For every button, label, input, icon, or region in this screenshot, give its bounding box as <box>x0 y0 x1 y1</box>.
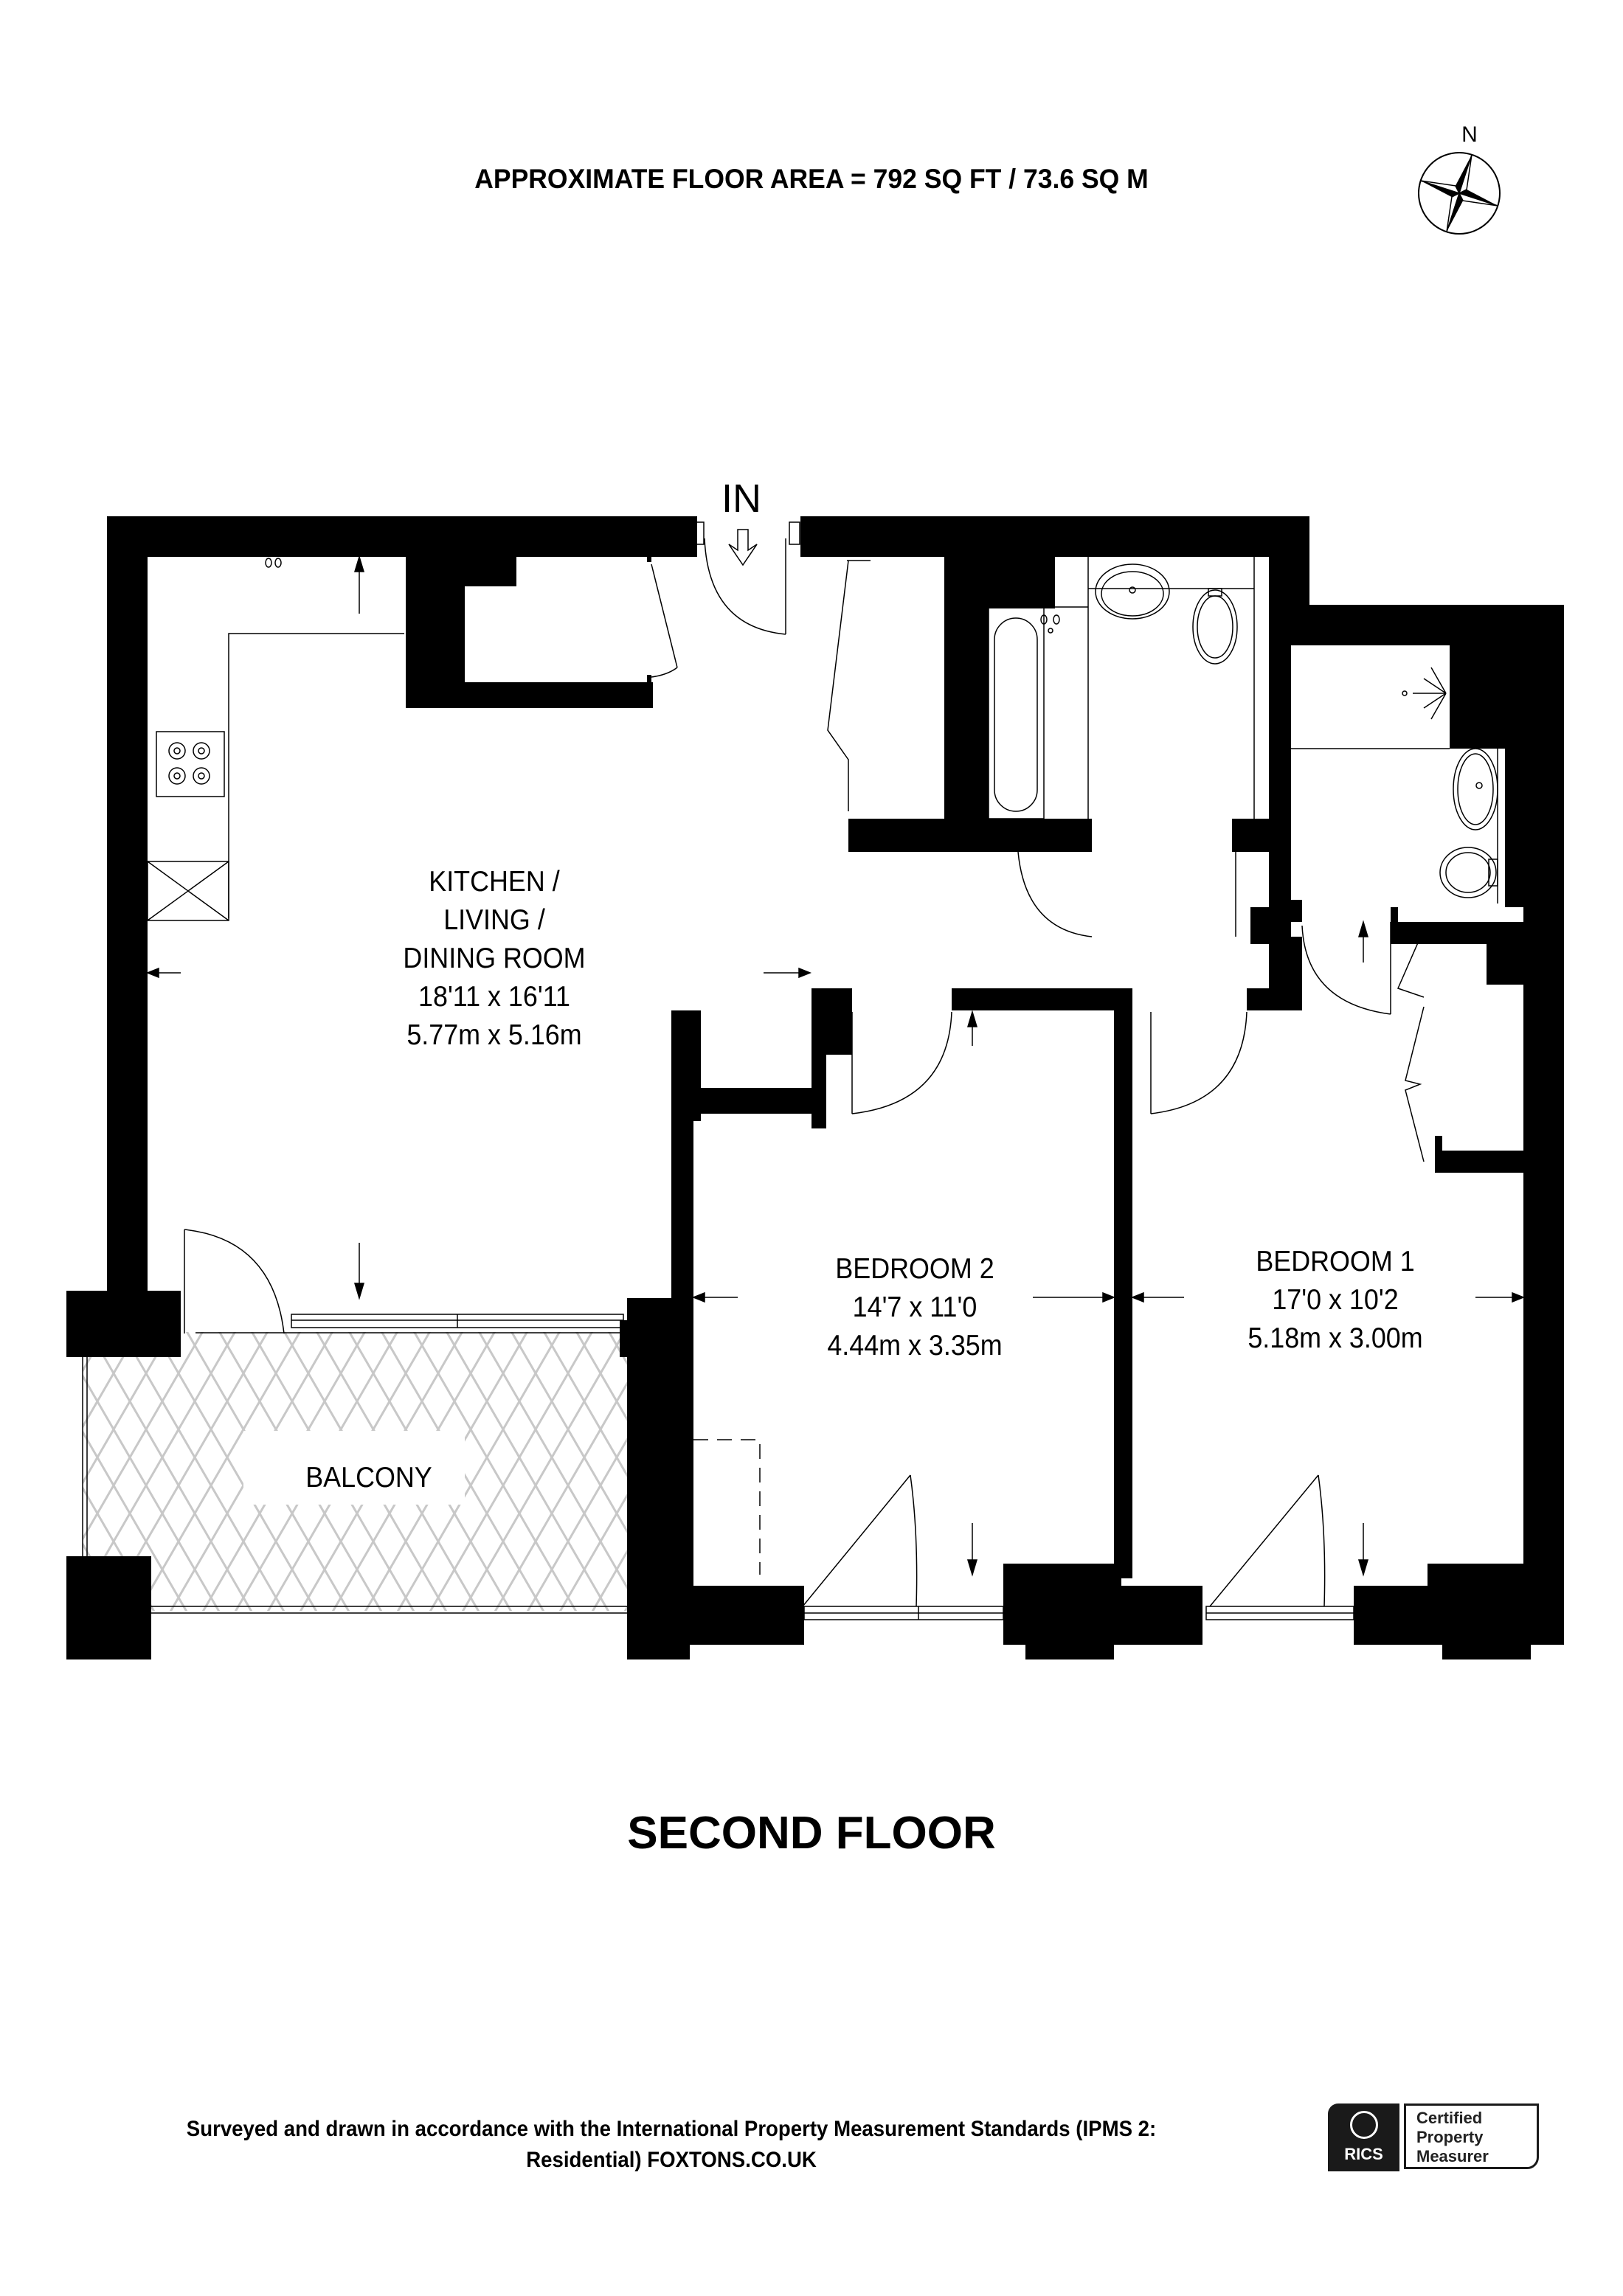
footer-line-2: Residential) FOXTONS.CO.UK <box>526 2148 817 2172</box>
appliance-icon <box>147 861 229 921</box>
floor-area-title: APPROXIMATE FLOOR AREA = 792 SQ FT / 73.… <box>474 164 1149 194</box>
rics-logo: RICS <box>1328 2103 1399 2171</box>
compass-north-icon: N <box>1402 111 1520 243</box>
shower-icon <box>1413 667 1447 720</box>
room-dimensions-metric: 5.77m x 5.16m <box>406 1019 582 1051</box>
entrance-arrow-icon <box>728 529 758 566</box>
room-dimensions-metric: 5.18m x 3.00m <box>1247 1322 1423 1354</box>
badge-line-1: Certified <box>1416 2109 1483 2127</box>
dimension-arrows <box>145 529 1526 1577</box>
room-label-balcony: BALCONY <box>254 1459 485 1497</box>
ensuite-basin-icon <box>1453 748 1498 830</box>
room-label-bedroom-2: BEDROOM 2 14'7 x 11'0 4.44m x 3.35m <box>779 1250 1051 1365</box>
badge-line-2: Property <box>1416 2128 1484 2146</box>
footer-line-1: Surveyed and drawn in accordance with th… <box>186 2117 1157 2141</box>
room-dimensions-imperial: 17'0 x 10'2 <box>1272 1284 1399 1316</box>
toilet-icon <box>1192 589 1238 665</box>
room-name-line: LIVING / <box>443 904 545 936</box>
windows <box>291 521 1354 1620</box>
kitchen-counter <box>147 558 404 921</box>
ensuite-toilet-icon <box>1439 847 1497 898</box>
ensuite-fixtures <box>1291 667 1498 904</box>
floor-name: SECOND FLOOR <box>627 1808 996 1859</box>
room-name-line: DINING ROOM <box>403 943 586 974</box>
room-label-bedroom-1: BEDROOM 1 17'0 x 10'2 5.18m x 3.00m <box>1200 1243 1471 1358</box>
lion-icon <box>1350 2111 1378 2139</box>
bathroom-fixtures <box>988 553 1255 819</box>
room-dimensions-imperial: 18'11 x 16'11 <box>418 981 570 1013</box>
hob-icon <box>156 731 225 797</box>
room-name-line: BEDROOM 1 <box>1256 1246 1415 1277</box>
room-name-line: BEDROOM 2 <box>835 1253 994 1285</box>
room-label-kitchen-living-dining: KITCHEN / LIVING / DINING ROOM 18'11 x 1… <box>359 863 630 1055</box>
rics-certification-text: Certified Property Measurer <box>1404 2103 1539 2169</box>
basin-icon <box>1095 563 1170 620</box>
room-dimensions-imperial: 14'7 x 11'0 <box>852 1291 977 1323</box>
rics-certified-badge: RICS Certified Property Measurer <box>1328 2103 1542 2171</box>
room-dimensions-metric: 4.44m x 3.35m <box>827 1330 1003 1362</box>
rics-wordmark: RICS <box>1344 2145 1383 2163</box>
floor-plan <box>66 516 1564 1659</box>
entrance-label: IN <box>721 476 761 521</box>
room-name-line: BALCONY <box>305 1462 432 1494</box>
badge-line-3: Measurer <box>1416 2147 1489 2165</box>
compass-n-label: N <box>1461 122 1478 147</box>
footer-text: Surveyed and drawn in accordance with th… <box>94 2114 1248 2176</box>
bath-icon <box>994 617 1038 812</box>
walls <box>66 516 1564 1659</box>
balcony-area <box>82 1332 629 1614</box>
doors <box>184 538 1425 1607</box>
room-name-line: KITCHEN / <box>429 866 560 898</box>
